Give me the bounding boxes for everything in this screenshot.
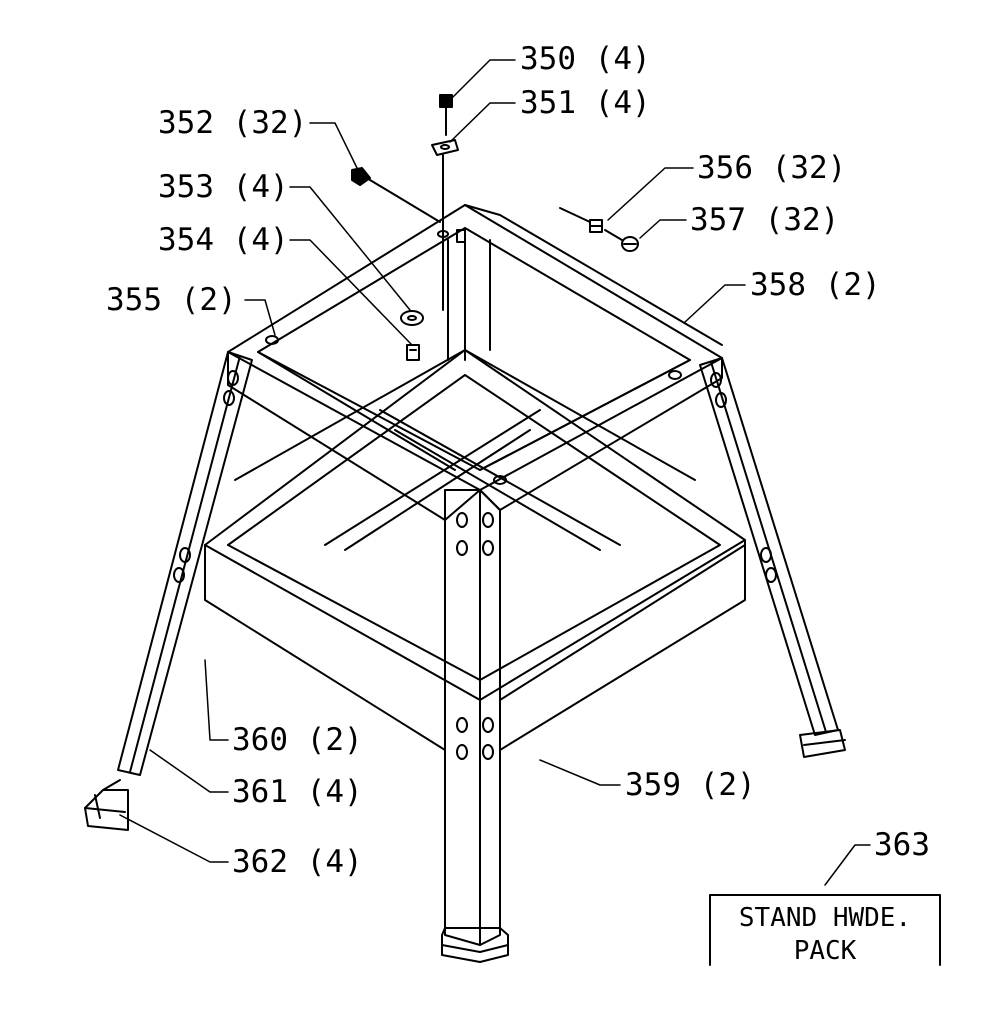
callout-360: 360 (2) bbox=[232, 722, 363, 758]
hardware bbox=[352, 94, 639, 361]
hardware-pack-box bbox=[710, 895, 940, 965]
callout-363: 363 bbox=[874, 827, 930, 863]
callout-354: 354 (4) bbox=[158, 222, 289, 258]
shelf-frame bbox=[205, 350, 745, 750]
callout-353: 353 (4) bbox=[158, 169, 289, 205]
callout-361: 361 (4) bbox=[232, 774, 363, 810]
hardware-pack-label: STAND HWDE. PACK bbox=[710, 902, 940, 967]
legs bbox=[85, 230, 845, 962]
callout-358: 358 (2) bbox=[750, 267, 881, 303]
callout-362: 362 (4) bbox=[232, 844, 363, 880]
leader-lines bbox=[120, 60, 870, 885]
callout-357: 357 (32) bbox=[690, 202, 840, 238]
callout-352: 352 (32) bbox=[158, 105, 308, 141]
callout-351: 351 (4) bbox=[520, 85, 651, 121]
callout-356: 356 (32) bbox=[697, 150, 847, 186]
callout-359: 359 (2) bbox=[625, 767, 756, 803]
hardware-pack-line2: PACK bbox=[793, 935, 857, 966]
callout-355: 355 (2) bbox=[106, 282, 237, 318]
callout-350: 350 (4) bbox=[520, 41, 651, 77]
hardware-pack-line1: STAND HWDE. bbox=[738, 903, 912, 933]
